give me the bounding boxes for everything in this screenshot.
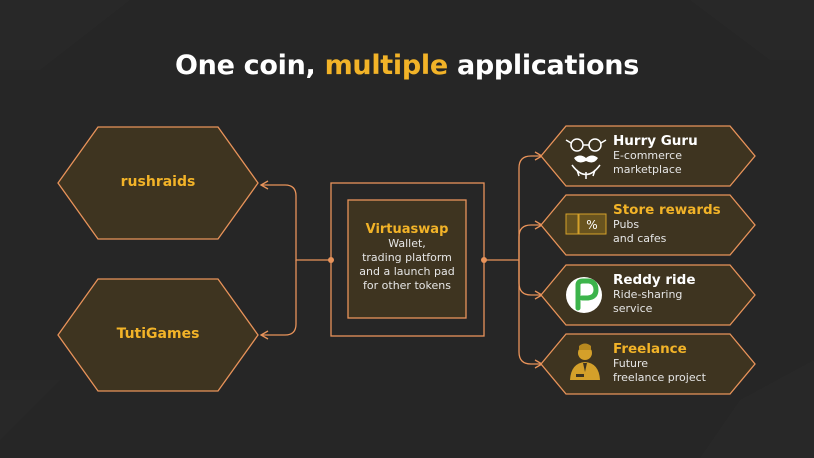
svg-text:%: % <box>586 218 597 232</box>
app-desc-line: Ride-sharing <box>613 288 683 301</box>
left-node-rushraids-label: rushraids <box>120 174 196 190</box>
app-name: Store rewards <box>613 202 721 218</box>
right-connectors <box>484 151 544 369</box>
app-desc-line: freelance project <box>613 371 706 384</box>
center-line-1: Wallet, <box>388 237 426 250</box>
app-desc-line: marketplace <box>613 163 682 176</box>
app-name: Reddy ride <box>613 272 696 288</box>
hexagon-rushraids <box>57 126 259 240</box>
title-text-part1: One coin, <box>175 50 325 81</box>
app-store-rewards: Store rewards Pubs and cafes <box>613 202 721 246</box>
right-junction-dot <box>481 257 487 263</box>
app-box-reddy-ride <box>540 264 756 326</box>
freelancer-person-icon <box>570 343 600 380</box>
app-desc-line: Future <box>613 357 649 370</box>
app-reddy-ride: Reddy ride Ride-sharing service <box>613 272 695 316</box>
center-title: Virtuaswap <box>365 222 449 237</box>
hexagon-tutigames <box>57 278 259 392</box>
app-desc-line: service <box>613 302 653 315</box>
app-name: Freelance <box>613 341 687 357</box>
center-inner-box <box>347 199 467 319</box>
title-text-part2: applications <box>447 50 639 81</box>
left-connectors <box>259 180 331 340</box>
center-line-4: for other tokens <box>363 279 451 292</box>
app-desc-line: E-commerce <box>613 149 682 162</box>
app-freelance: Freelance Future freelance project <box>613 341 706 385</box>
app-desc-line: and cafes <box>613 232 667 245</box>
center-line-2: trading platform <box>362 251 452 264</box>
app-box-store-rewards <box>540 194 756 256</box>
discount-ticket-icon: % <box>565 213 607 235</box>
center-line-3: and a launch pad <box>359 265 455 278</box>
center-node: Virtuaswap Wallet, trading platform and … <box>348 222 466 293</box>
app-name: Hurry Guru <box>613 133 698 149</box>
app-hurry-guru: Hurry Guru E-commerce marketplace <box>613 133 698 177</box>
reddy-ride-logo-icon <box>566 277 602 313</box>
left-junction-dot <box>328 257 334 263</box>
title-highlight: multiple <box>324 50 449 81</box>
page-title: One coin, multiple applications <box>0 50 814 81</box>
left-node-tutigames-label: TutiGames <box>116 326 200 342</box>
app-desc-line: Pubs <box>613 218 640 231</box>
mustache-glasses-icon <box>565 138 607 179</box>
